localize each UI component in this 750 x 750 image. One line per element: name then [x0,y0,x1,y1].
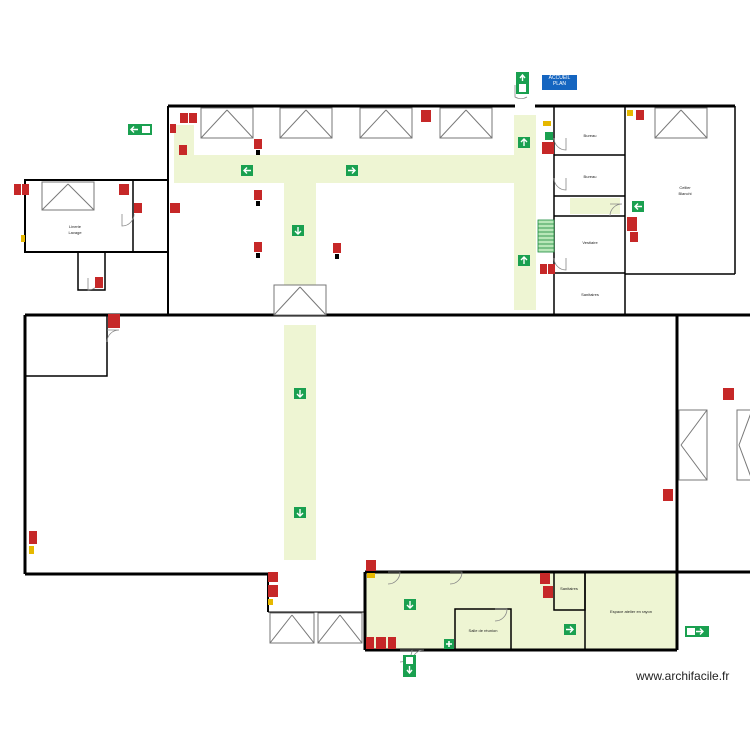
evac-zone-main-aisle [284,325,316,560]
fire-extinguisher-icon [421,110,431,122]
fire-extinguisher-icon [254,190,262,206]
watermark: www.archifacile.fr [636,669,730,683]
fire-extinguisher-icon [95,277,103,288]
fire-extinguisher-icon [254,139,262,155]
exit-arrows [241,137,644,649]
evac-zone-right-link [570,198,620,214]
first-aid-icon [444,639,454,649]
fire-extinguisher-icon [268,572,278,605]
fire-extinguisher-icon [134,203,142,213]
fire-signs [14,110,734,649]
exit-arrow-icon [564,624,576,635]
badge-line-1: ACCUEIL [548,75,571,81]
fire-extinguisher-icon [366,560,376,578]
door-bottom-1 [269,612,315,644]
badge-line-2: PLAN [552,81,567,87]
emergency-exit-signs [128,72,709,677]
fire-extinguisher-icon [543,121,551,126]
fire-extinguisher-icon [21,235,25,242]
fire-extinguisher-icon [333,243,341,259]
fire-extinguisher-icon [14,184,29,195]
room-label-lavage-2: Lavage [68,230,82,235]
exit-arrow-icon [294,507,306,518]
fire-extinguisher-icon [627,217,638,242]
room-label-lavage-1: Linerie [69,224,82,229]
room-label-vestiaire: Vestiaire [582,240,598,245]
fire-extinguisher-icon [723,388,734,400]
fire-extinguisher-icon [540,573,553,598]
fire-extinguisher-icon [170,124,176,133]
fire-extinguisher-icon [180,113,197,123]
fire-extinguisher-icon [170,203,180,213]
room-label-bureau-1: Bureau [584,133,597,138]
exit-arrow-icon [632,201,644,212]
door-right-2 [736,409,750,481]
exit-arrow-icon [518,137,530,148]
exit-arrow-icon [241,165,253,176]
emergency-exit-door-icon [516,72,529,94]
room-label-cellier-2: Blanchi [678,191,691,196]
emergency-exit-door-icon [128,124,152,135]
evac-zone-bottom-room [365,572,677,650]
fire-extinguisher-icon [254,242,262,258]
room-label-bureau-2: Bureau [584,174,597,179]
fire-extinguisher-icon [29,531,37,554]
room-label-sanitaires-1: Sanitaires [581,292,599,297]
walls [23,104,750,652]
fire-extinguisher-icon [663,489,673,501]
door-middle [273,284,327,316]
door-top-1 [200,107,254,139]
evacuation-zones [174,115,677,650]
room-labels: Bureau Bureau Cellier Blanchi Linerie La… [68,133,691,633]
fire-extinguisher-icon [545,132,553,140]
door-top-2 [279,107,333,139]
exit-arrow-icon [294,388,306,399]
roll-up-doors [41,107,750,644]
room-label-salle-reunion: Salle de réunion [469,628,498,633]
door-lavage [41,181,95,211]
exit-arrow-icon [518,255,530,266]
door-bottom-2 [317,612,363,644]
fire-extinguisher-icon [366,637,396,649]
stairs-icon [537,219,555,253]
door-top-3 [359,107,413,139]
fire-extinguisher-icon [119,184,129,195]
room-label-espace-atelier: Espace atelier en rayon [610,609,652,614]
emergency-exit-door-icon [403,655,416,677]
door-top-4 [439,107,493,139]
emergency-exit-door-icon [685,626,709,637]
fire-extinguisher-icon [542,142,554,154]
fire-extinguisher-icon [627,110,644,120]
door-top-5 [654,107,708,139]
fire-extinguisher-icon [108,314,120,328]
fire-extinguisher-icon [540,264,555,274]
exit-arrow-icon [404,599,416,610]
room-label-sanitaires-2: Sanitaires [560,586,578,591]
room-label-cellier-1: Cellier [679,185,691,190]
fire-extinguisher-icon [179,145,187,155]
exit-arrow-icon [346,165,358,176]
exit-arrow-icon [292,225,304,236]
swing-doors [87,85,623,663]
door-right-1 [678,409,708,481]
location-badge: ACCUEIL PLAN [542,75,577,90]
